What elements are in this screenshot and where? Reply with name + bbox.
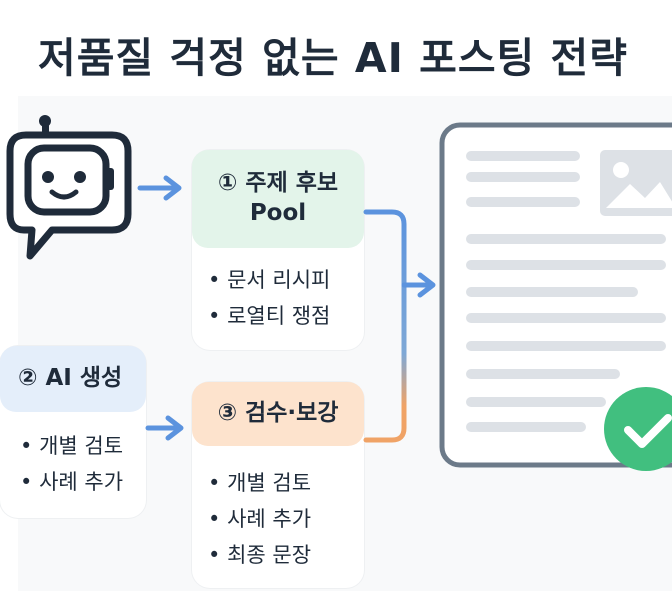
step3-bullets: 개별 검토 사례 추가 최종 문장	[208, 465, 311, 573]
step3-title: ③ 검수·보강	[192, 382, 364, 446]
step2-bullet: 사례 추가	[20, 464, 123, 500]
step1-title-line1: ① 주제 후보	[217, 170, 339, 197]
check-icon	[604, 387, 672, 471]
step1-title-line2: Pool	[249, 200, 307, 226]
step1-title: ① 주제 후보 Pool	[192, 150, 364, 248]
step1-bullet: 문서 리시피	[208, 262, 330, 298]
connector-bracket	[363, 209, 407, 443]
arrow-robot-to-step1	[137, 175, 182, 201]
step3-bullet: 사례 추가	[208, 501, 311, 537]
page-title: 저품질 걱정 없는 AI 포스팅 전략	[38, 34, 628, 82]
step1-bullet: 로열티 쟁점	[208, 298, 330, 334]
step3-bullet: 개별 검토	[208, 465, 311, 501]
arrow-to-document	[401, 272, 436, 298]
step2-title: ② AI 생성	[0, 346, 146, 412]
step2-bullet: 개별 검토	[20, 428, 123, 464]
step3-bullet: 최종 문장	[208, 537, 311, 573]
document-text-lines	[466, 151, 666, 432]
step2-bullets: 개별 검토 사례 추가	[20, 428, 123, 500]
arrow-step2-to-step3	[145, 415, 184, 441]
image-icon	[600, 150, 672, 216]
step1-bullets: 문서 리시피 로열티 쟁점	[208, 262, 330, 334]
